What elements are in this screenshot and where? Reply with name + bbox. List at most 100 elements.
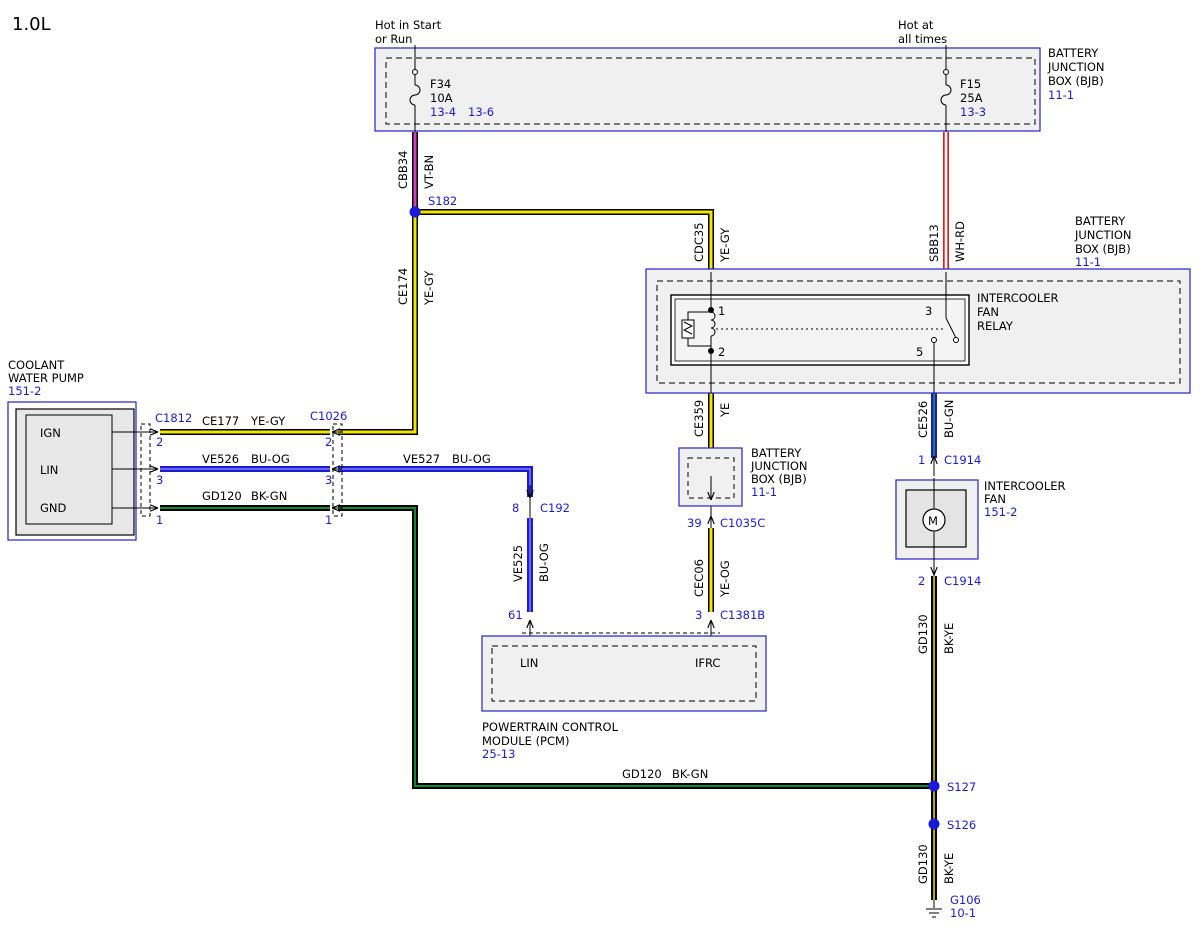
coolant-pump-box [7,401,137,541]
fuse-f15-symbol [940,45,952,132]
pin-c1914-1: 1 [918,453,925,467]
connector-c1035c-label: C1035C [720,516,765,530]
label-vt-bn: VT-BN [422,155,436,189]
hot-all-times-label-2: all times [898,32,947,46]
connector-c192-label: C192 [540,501,570,515]
bjb-top-label-2: JUNCTION [1047,60,1105,74]
label-bu-og-3: BU-OG [537,543,551,582]
wire-cdc35 [415,209,714,272]
pcm-ref: 25-13 [482,747,515,761]
label-ce359: CE359 [692,400,706,437]
fuse-f34-rating: 10A [430,91,453,105]
connector-c1812-housing [140,423,151,517]
label-ve527: VE527 [403,452,440,466]
bjb-mid-label-1: BATTERY [1075,214,1126,228]
label-bu-og-2: BU-OG [452,452,491,466]
bjb-small-label-1: BATTERY [751,446,802,460]
bjb-small-ref: 11-1 [751,485,777,499]
fan-label-2: FAN [984,492,1006,506]
bjb-top-label-3: BOX (BJB) [1048,74,1104,88]
bjb-small-label-2: JUNCTION [750,459,808,473]
fuse-f34-symbol [409,45,421,132]
hot-all-times-label-1: Hot at [898,18,934,32]
relay-coil-symbol [681,272,945,393]
fuse-f34-ref1: 13-4 [430,105,456,119]
relay-pin-1: 1 [718,304,725,318]
ground-g106-symbol [926,908,942,918]
pin-c1914-2: 2 [918,574,925,588]
coolant-pump-pin-gnd: GND [40,501,67,515]
relay-label-1: INTERCOOLER [977,291,1059,305]
hot-start-run-label-1: Hot in Start [375,18,442,32]
label-ye: YE [718,403,732,418]
coolant-pump-pin-lin: LIN [40,463,58,477]
label-bk-gn-2: BK-GN [672,767,708,781]
fan-ref: 151-2 [984,505,1017,519]
ground-g106-label: G106 [950,893,981,907]
label-cec06: CEC06 [692,559,706,597]
splice-s126-dot [928,818,940,830]
fuse-f34-name: F34 [430,77,451,91]
label-gd120-a: GD120 [202,489,242,503]
connector-c1812-label: C1812 [155,411,192,425]
pin-c1812-2: 2 [156,435,163,449]
relay-pin-2: 2 [718,345,725,359]
relay-box [670,294,970,366]
connector-c1381b-label: C1381B [720,608,765,622]
label-bu-gn: BU-GN [942,400,956,438]
bjb-small-label-3: BOX (BJB) [751,472,807,486]
label-bu-og-1: BU-OG [251,452,290,466]
label-ye-gy-3: YE-GY [250,414,286,428]
connector-c1914-a-label: C1914 [944,453,981,467]
hot-start-run-label-2: or Run [375,32,412,46]
relay-pin-3: 3 [925,304,932,318]
pcm-box [481,635,767,712]
relay-label-3: RELAY [977,319,1014,333]
pin-c1026-1: 1 [325,513,332,527]
splice-s127-dot [928,780,940,792]
fan-motor-symbol: M [928,514,938,528]
ground-g106-ref: 10-1 [950,906,976,920]
splice-s182-dot [409,206,421,218]
label-gd130-b: GD130 [916,844,930,884]
fuse-f15-ref1: 13-3 [960,105,986,119]
fuse-f34-ref2: 13-6 [468,105,494,119]
fan-box [895,478,979,562]
wire-ve527 [338,466,533,497]
connector-c1026-arrows [332,432,342,508]
label-gd120-b: GD120 [622,767,662,781]
relay-pin-5: 5 [916,345,923,359]
pin-c1035c-39: 39 [687,516,702,530]
label-ye-gy-1: YE-GY [422,270,436,306]
pcm-pin-lin: LIN [520,656,538,670]
fuse-f15-name: F15 [960,77,981,91]
label-bk-gn-1: BK-GN [251,489,287,503]
label-ye-og: YE-OG [718,560,732,598]
pcm-label-2: MODULE (PCM) [482,734,569,748]
bjb-top-label-1: BATTERY [1048,46,1099,60]
pin-c1026-2: 2 [325,435,332,449]
label-ve526: VE526 [202,452,239,466]
pin-c1026-3: 3 [325,473,332,487]
fuse-f15-rating: 25A [960,91,983,105]
pcm-pin-ifrc: IFRC [695,656,720,670]
coolant-pump-ref: 151-2 [8,384,41,398]
splice-s126-label: S126 [947,818,976,832]
pin-c1812-3: 3 [156,473,163,487]
connector-c1914-b-label: C1914 [944,574,981,588]
coolant-pump-pin-ign: IGN [40,426,61,440]
label-ve525: VE525 [511,545,525,582]
pin-c1812-1: 1 [156,513,163,527]
coolant-pump-label-2: WATER PUMP [8,371,84,385]
pin-c192-8: 8 [512,501,519,515]
label-ye-gy-2: YE-GY [718,227,732,263]
label-cbb34: CBB34 [396,151,410,189]
label-sbb13: SBB13 [927,224,941,262]
bjb-mid-ref: 11-1 [1075,255,1101,269]
wire-gd120-b [338,505,934,789]
bjb-mid-label-3: BOX (BJB) [1075,242,1131,256]
pin-c192-61: 61 [508,608,523,622]
label-ce174: CE174 [396,268,410,305]
